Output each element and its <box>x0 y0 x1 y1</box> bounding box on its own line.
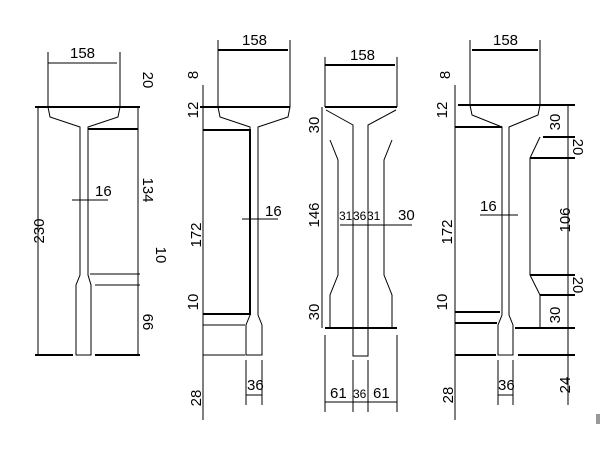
dim-a: 12 <box>434 102 451 119</box>
dim-b: 8 <box>437 71 454 79</box>
speaker-icon <box>596 414 600 424</box>
dim-side: 30 <box>398 207 415 224</box>
dim-web-height: 172 <box>188 222 205 247</box>
dim-top-width: 158 <box>242 32 267 49</box>
dim-web-thickness: 16 <box>95 183 112 200</box>
dim-top-flange: 30 <box>306 117 323 134</box>
dim-bottom-flange: 30 <box>306 304 323 321</box>
dim-bottom-width: 36 <box>247 377 264 394</box>
dim-web-height: 172 <box>439 219 456 244</box>
dim-transition: 10 <box>185 294 202 311</box>
dim-top-width: 158 <box>493 32 518 49</box>
section-1: 158 230 20 134 10 66 16 <box>31 45 169 356</box>
dim-b1: 61 <box>330 385 347 402</box>
dim-w1: 31 <box>339 209 353 223</box>
dim-b2: 36 <box>353 387 367 401</box>
dim-b3: 61 <box>373 385 390 402</box>
dim-r-bottom: 30 <box>547 307 564 324</box>
dim-r-taper-bottom: 20 <box>569 277 586 294</box>
dim-w3: 31 <box>367 209 381 223</box>
dim-w2: 36 <box>353 209 367 223</box>
dim-transition: 10 <box>434 294 451 311</box>
dim-flange: 20 <box>139 72 156 89</box>
dim-total-height: 230 <box>31 218 48 243</box>
dim-bottom: 28 <box>188 390 205 407</box>
dim-top-width: 158 <box>350 47 375 64</box>
dim-r-base: 24 <box>557 377 574 394</box>
dim-transition: 10 <box>152 247 169 264</box>
section-4: 158 8 12 172 10 28 16 36 30 20 106 20 30… <box>434 32 586 420</box>
dim-web-height: 146 <box>306 202 323 227</box>
section-3: 158 30 146 30 31 36 31 30 61 36 61 <box>306 47 415 412</box>
dim-bottom: 28 <box>440 387 457 404</box>
section-2: 158 8 12 172 10 28 16 36 <box>185 32 291 420</box>
dim-r-taper-top: 20 <box>569 139 586 156</box>
dim-web-thickness: 16 <box>480 198 497 215</box>
dim-web-thickness: 16 <box>265 203 282 220</box>
dim-web-height: 134 <box>139 177 156 202</box>
dim-r-mid: 106 <box>557 207 574 232</box>
dim-b: 8 <box>185 71 202 79</box>
dim-bottom-width: 36 <box>498 377 515 394</box>
dim-bottom: 66 <box>139 314 156 331</box>
dim-a: 12 <box>185 102 202 119</box>
dim-r-top: 30 <box>547 114 564 131</box>
dim-top-width: 158 <box>70 45 95 62</box>
